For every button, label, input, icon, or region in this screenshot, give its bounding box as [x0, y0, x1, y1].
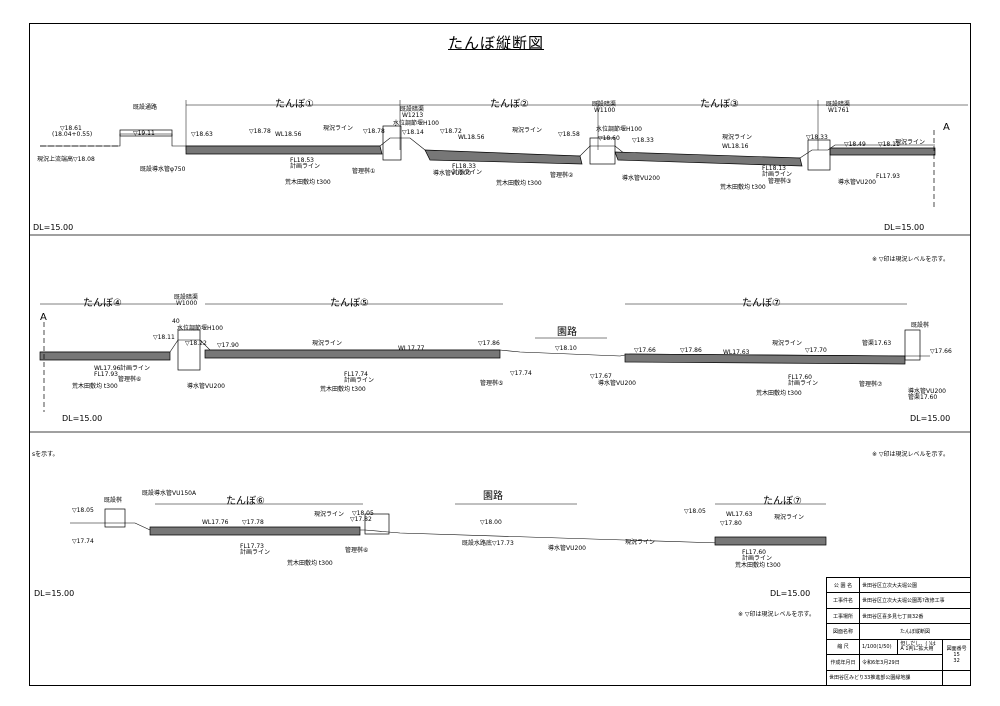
section-marker: A: [40, 312, 47, 323]
paddy-label: たんぼ②: [490, 99, 529, 110]
datum-level: DL=15.00: [33, 223, 74, 232]
paddy-label: たんぼ⑥: [226, 496, 265, 507]
note: ※ ▽印は現況レベルを示す。: [872, 451, 949, 458]
paddy-label: たんぼ⑦: [742, 298, 781, 309]
datum-level: DL=15.00: [34, 589, 75, 598]
drawing-title: たんぼ縦断図: [448, 34, 545, 52]
existing-box-p3: [104, 508, 126, 528]
paddy-bed-4: [829, 147, 936, 156]
road-label: 園路: [483, 491, 503, 502]
note: ※ ▽印は現況レベルを示す。: [738, 611, 815, 618]
paddy-label: たんぼ⑤: [330, 298, 369, 309]
paddy-bed-3: [614, 151, 803, 167]
conduit-box-2: [589, 137, 616, 165]
paddy-bed-p2-7: [624, 353, 906, 365]
conduit-box-1: [382, 125, 402, 161]
paddy-label: たんぼ④: [83, 298, 122, 309]
note-partial: sを示す。: [32, 451, 59, 458]
datum-level: DL=15.00: [62, 414, 103, 423]
paddy-bed-p3-7: [714, 536, 827, 546]
section-marker: A: [943, 122, 950, 133]
paddy-bed-2: [424, 149, 583, 165]
datum-level: DL=15.00: [884, 223, 925, 232]
paddy-bed-p2-5: [204, 349, 501, 359]
paddy-bed-p2-4: [39, 351, 171, 361]
paddy-bed-p3-6: [149, 526, 361, 536]
paddy-label: たんぼ③: [700, 99, 739, 110]
datum-level: DL=15.00: [770, 589, 811, 598]
title-block: 公 園 名世田谷区立次大夫堀公園 工事件名世田谷区立次大夫堀公園再?改修工事 工…: [825, 576, 971, 687]
conduit-box-5: [364, 513, 390, 535]
paddy-bed-1: [185, 145, 383, 155]
datum-level: DL=15.00: [910, 414, 951, 423]
road-label: 園路: [557, 327, 577, 338]
existing-box: [904, 329, 921, 361]
drawing-frame: [29, 23, 971, 686]
paddy-label: たんぼ⑦: [763, 496, 802, 507]
conduit-box-4: [177, 329, 201, 371]
note: ※ ▽印は現況レベルを示す。: [872, 256, 949, 263]
conduit-box-3: [807, 139, 831, 171]
paddy-label: たんぼ①: [275, 99, 314, 110]
